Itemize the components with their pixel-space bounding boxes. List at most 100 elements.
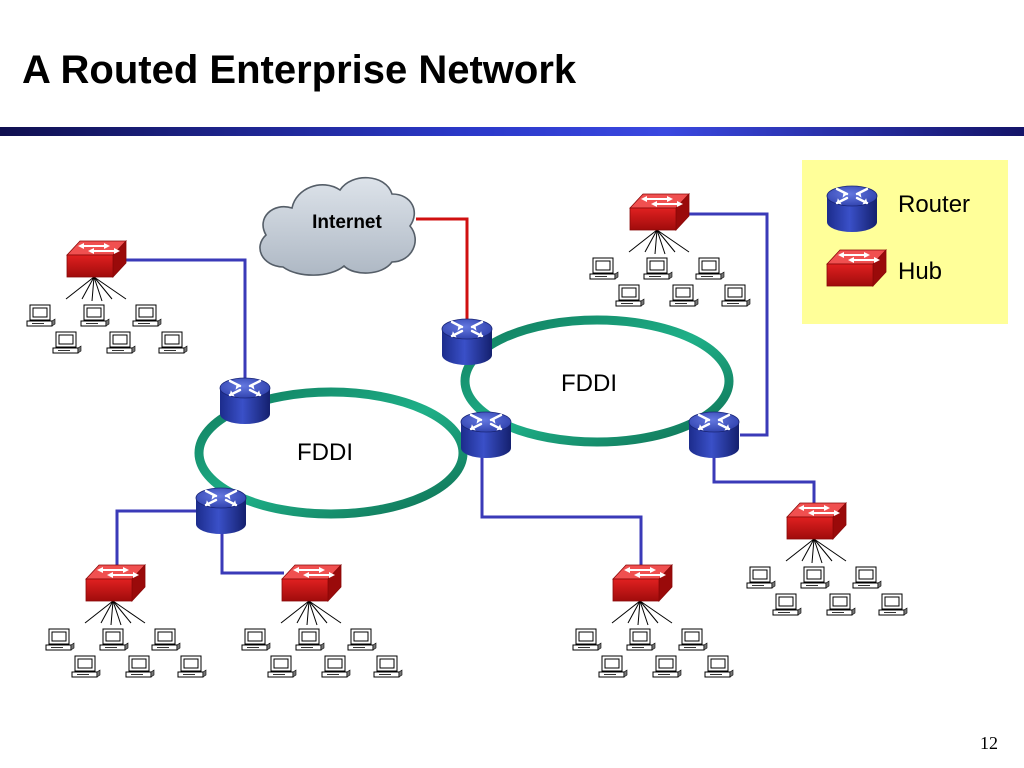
hub-wire bbox=[65, 276, 95, 300]
workstation-icon bbox=[267, 655, 297, 678]
workstation-icon bbox=[26, 304, 56, 327]
workstation-icon bbox=[669, 284, 699, 307]
title-bar bbox=[0, 127, 1024, 136]
lan-link-top-left bbox=[124, 258, 247, 383]
workstation-icon bbox=[589, 257, 619, 280]
internet-cloud-icon: Internet bbox=[259, 176, 416, 276]
hub-wire bbox=[656, 229, 666, 255]
hub-wire bbox=[813, 538, 823, 564]
hub-wire bbox=[801, 538, 815, 562]
workstation-icon bbox=[704, 655, 734, 678]
cloud-label: Internet bbox=[312, 212, 382, 233]
hub-cluster bbox=[746, 502, 908, 616]
hub-cluster bbox=[26, 240, 188, 354]
workstation-icon bbox=[177, 655, 207, 678]
hub-wire bbox=[112, 600, 146, 624]
fddi-label-right: FDDI bbox=[561, 370, 617, 397]
hub-wire bbox=[813, 538, 847, 562]
hub-wire bbox=[639, 600, 673, 624]
fddi-ring-left bbox=[194, 387, 468, 519]
workstation-icon bbox=[678, 628, 708, 651]
hub-cluster bbox=[241, 564, 403, 678]
workstation-icon bbox=[746, 566, 776, 589]
workstation-icon bbox=[158, 331, 188, 354]
hub-wire bbox=[91, 276, 95, 302]
hub-wire bbox=[628, 229, 658, 253]
workstation-icon bbox=[572, 628, 602, 651]
workstation-icon bbox=[132, 304, 162, 327]
hub-wire bbox=[308, 600, 328, 624]
hub-cluster bbox=[45, 564, 207, 678]
workstation-icon bbox=[241, 628, 271, 651]
legend-router-icon bbox=[825, 184, 879, 234]
workstation-icon bbox=[71, 655, 101, 678]
hub-wire bbox=[112, 600, 122, 626]
hub-cluster bbox=[589, 193, 751, 307]
hub-cluster bbox=[572, 564, 734, 678]
hub-wire bbox=[654, 229, 658, 255]
fddi-label-left: FDDI bbox=[297, 439, 353, 466]
router-icon bbox=[194, 486, 248, 536]
hub-wire bbox=[627, 600, 641, 624]
internet-link bbox=[416, 217, 469, 322]
hub-wire bbox=[308, 600, 342, 624]
hub-wire bbox=[308, 600, 318, 626]
hub-wire bbox=[81, 276, 95, 300]
workstation-icon bbox=[878, 593, 908, 616]
router-icon bbox=[687, 410, 741, 460]
lan-link-bottom-left bbox=[115, 509, 200, 570]
router-icon bbox=[440, 317, 494, 367]
workstation-icon bbox=[643, 257, 673, 280]
hub-icon bbox=[66, 240, 127, 278]
workstation-icon bbox=[626, 628, 656, 651]
hub-wire bbox=[813, 538, 833, 562]
workstation-icon bbox=[321, 655, 351, 678]
hub-wire bbox=[100, 600, 114, 624]
hub-wire bbox=[637, 600, 641, 626]
workstation-icon bbox=[106, 331, 136, 354]
hub-wire bbox=[811, 538, 815, 564]
legend-router-label: Router bbox=[898, 191, 970, 218]
workstation-icon bbox=[373, 655, 403, 678]
legend-hub-icon bbox=[826, 249, 887, 287]
hub-wire bbox=[656, 229, 690, 253]
workstation-icon bbox=[800, 566, 830, 589]
hub-wire bbox=[656, 229, 676, 253]
hub-wire bbox=[296, 600, 310, 624]
router-icon bbox=[459, 410, 513, 460]
hub-wire bbox=[93, 276, 127, 300]
hub-wire bbox=[84, 600, 114, 624]
lan-link-bottom-center bbox=[480, 454, 643, 567]
fddi-ring-right bbox=[460, 315, 734, 447]
workstation-icon bbox=[125, 655, 155, 678]
hub-groups bbox=[26, 193, 908, 678]
workstation-icon bbox=[852, 566, 882, 589]
legend: Router Hub bbox=[802, 160, 1008, 324]
hub-wire bbox=[110, 600, 114, 626]
hub-icon bbox=[281, 564, 342, 602]
legend-hub-label: Hub bbox=[898, 258, 942, 285]
workstation-icon bbox=[347, 628, 377, 651]
hub-icon bbox=[786, 502, 847, 540]
hub-wire bbox=[639, 600, 659, 624]
workstation-icon bbox=[295, 628, 325, 651]
router-icon bbox=[218, 376, 272, 426]
hub-wire bbox=[93, 276, 103, 302]
lan-link-top-right bbox=[688, 212, 769, 437]
workstation-icon bbox=[598, 655, 628, 678]
workstation-icon bbox=[652, 655, 682, 678]
hub-wire bbox=[644, 229, 658, 253]
workstation-icon bbox=[52, 331, 82, 354]
lan-link-bottom-center-left bbox=[220, 530, 284, 575]
hub-icon bbox=[85, 564, 146, 602]
workstation-icon bbox=[99, 628, 129, 651]
hub-icon bbox=[629, 193, 690, 231]
workstation-icon bbox=[80, 304, 110, 327]
hub-wire bbox=[611, 600, 641, 624]
workstation-icon bbox=[695, 257, 725, 280]
workstation-icon bbox=[721, 284, 751, 307]
lan-link-bottom-right bbox=[712, 454, 816, 503]
hub-wire bbox=[280, 600, 310, 624]
hub-wire bbox=[93, 276, 113, 300]
